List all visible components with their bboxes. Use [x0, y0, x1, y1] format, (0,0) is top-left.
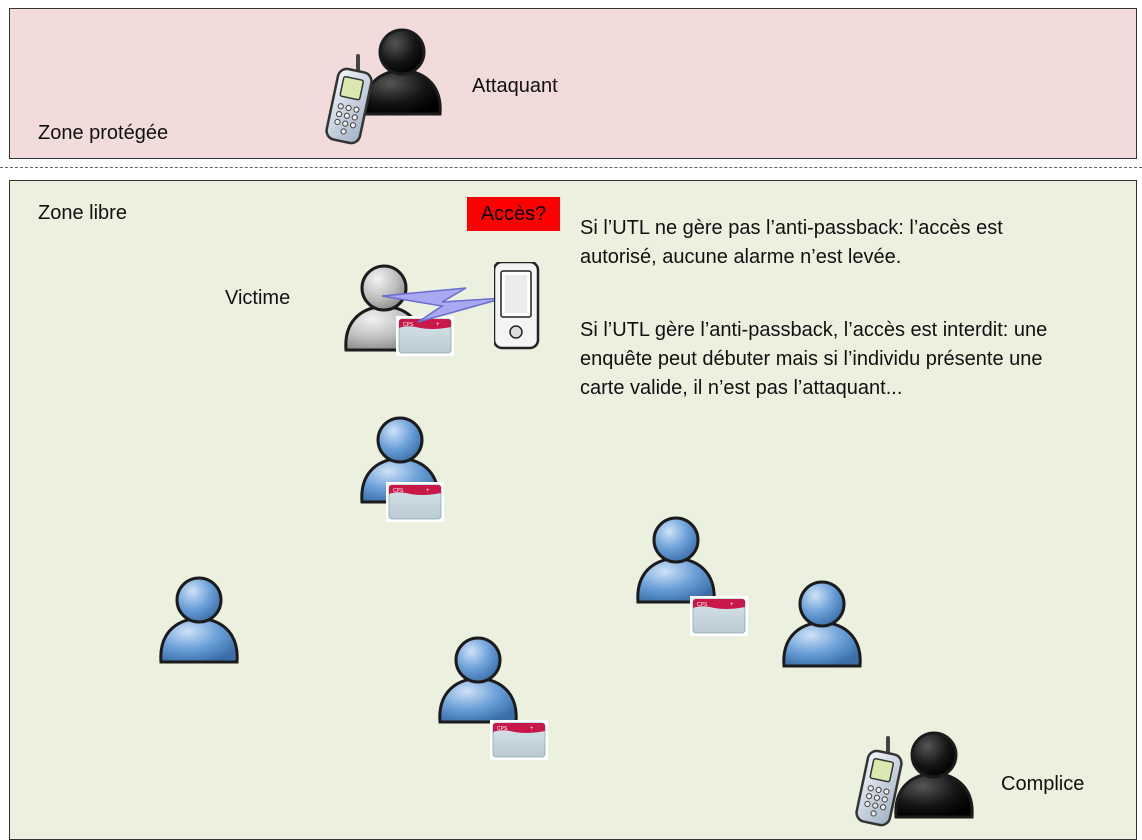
- user-person-icon: [782, 580, 862, 668]
- free-zone: [9, 180, 1137, 840]
- user-card-icon: [490, 720, 548, 760]
- victim-label: Victime: [225, 287, 291, 309]
- accomplice-phone-icon: [852, 736, 906, 829]
- user-person-icon: [438, 636, 518, 724]
- user-card-icon: [386, 482, 444, 522]
- zone-separator: [0, 167, 1142, 168]
- explanation-no-antipassback: Si l’UTL ne gère pas l’anti-passback: l’…: [580, 217, 1003, 268]
- access-badge: Accès?: [467, 197, 560, 231]
- user-person-icon: [159, 576, 239, 664]
- accomplice-label: Complice: [1001, 773, 1085, 795]
- user-person-icon: [636, 516, 716, 604]
- card-reader-icon: [494, 262, 540, 350]
- explanation-antipassback: Si l’UTL gère l’anti-passback, l’accès e…: [580, 319, 1048, 399]
- free-zone-label: Zone libre: [38, 202, 127, 224]
- attacker-phone-icon: [322, 54, 376, 147]
- user-card-icon: [690, 596, 748, 636]
- attacker-label: Attaquant: [472, 75, 558, 97]
- wireless-link-icon: [381, 287, 505, 323]
- protected-zone: [9, 8, 1137, 159]
- protected-zone-label: Zone protégée: [38, 122, 169, 144]
